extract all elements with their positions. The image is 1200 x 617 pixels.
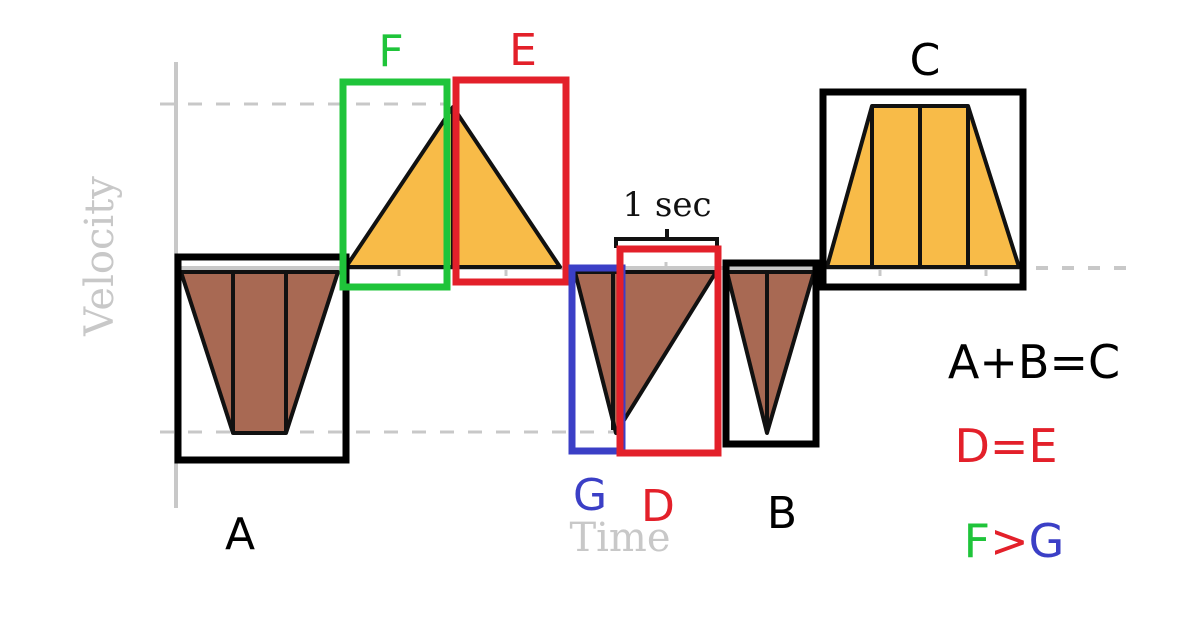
box-a xyxy=(174,253,350,464)
negative-area-a xyxy=(179,270,340,435)
label-e: E xyxy=(509,25,537,76)
box-e xyxy=(452,76,570,286)
label-d: D xyxy=(641,481,675,532)
equation-fg-left: F xyxy=(964,514,990,568)
box-c xyxy=(819,88,1027,291)
negative-area-b xyxy=(725,270,816,435)
y-axis-label: Velocity xyxy=(77,176,123,337)
equation-fg-right: G xyxy=(1029,514,1065,568)
positive-area-c xyxy=(825,104,1021,269)
label-f: F xyxy=(378,26,403,77)
triangle-dg xyxy=(573,270,718,435)
label-c: C xyxy=(910,35,941,86)
equation-fg-operator: > xyxy=(990,514,1029,568)
label-g: G xyxy=(573,470,607,521)
box-b xyxy=(722,259,820,448)
equation-abc: A+B=C xyxy=(948,335,1120,389)
box-f xyxy=(339,78,451,291)
equation-fg: F>G xyxy=(964,514,1065,568)
negative-area-dg xyxy=(573,270,718,435)
one-second-bracket xyxy=(614,229,719,248)
box-d xyxy=(616,245,722,457)
x-axis-label: Time xyxy=(569,515,670,561)
trapezoid-a xyxy=(179,270,340,435)
label-b: B xyxy=(767,488,797,539)
trapezoid-c xyxy=(825,104,1021,269)
label-a: A xyxy=(225,509,255,560)
equation-de: D=E xyxy=(954,419,1057,473)
one-second-label: 1 sec xyxy=(622,185,711,225)
triangle-b xyxy=(725,270,816,435)
